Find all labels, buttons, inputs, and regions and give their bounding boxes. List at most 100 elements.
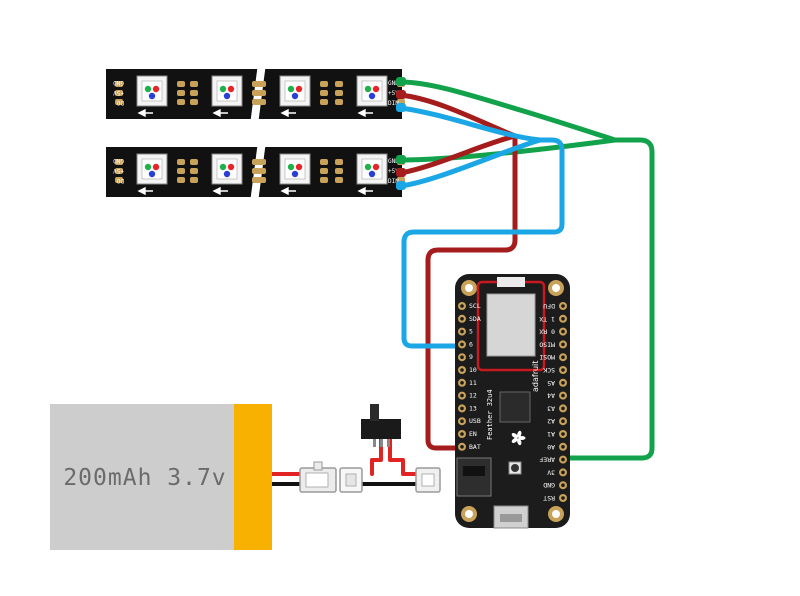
solder-pad xyxy=(258,177,266,183)
solder-pad xyxy=(258,99,266,105)
arrow-left-icon xyxy=(357,108,373,118)
strip-bottom: GND +5V DO GND +5V DIN xyxy=(106,141,406,203)
solder-pad xyxy=(258,168,266,174)
arrow-left-icon xyxy=(280,108,296,118)
board-jst-plug xyxy=(415,467,441,493)
left-pin-label: 11 xyxy=(469,379,477,387)
antenna xyxy=(497,277,525,287)
vbat-wire-to-board xyxy=(425,133,518,451)
arrow-left-icon xyxy=(137,108,153,118)
rgb-led-icon xyxy=(136,153,168,185)
strip-pad-label-right: +5V xyxy=(388,90,399,97)
right-pin-label: MOSI xyxy=(539,353,555,361)
solder-pad xyxy=(320,81,328,87)
vbat-wire-strip-bottom xyxy=(398,133,518,176)
strip-pad-label-left: DO xyxy=(116,177,124,184)
solder-pad xyxy=(115,177,123,183)
arrow-left-icon xyxy=(137,186,153,196)
arrow-left-icon xyxy=(212,186,228,196)
solder-pad xyxy=(252,177,260,183)
solder-pad xyxy=(320,99,328,105)
strip-pad-label-left: DO xyxy=(116,99,124,106)
board-brand: adafruit xyxy=(531,361,540,392)
solder-pad xyxy=(252,168,260,174)
solder-pad xyxy=(177,177,185,183)
solder-pad xyxy=(190,168,198,174)
lipo-battery: 200mAh 3.7v xyxy=(50,404,272,550)
strip-pad-label-right: GND xyxy=(388,158,399,165)
gnd-wire-to-board xyxy=(560,137,655,461)
battery-body xyxy=(50,404,240,550)
solder-pad xyxy=(190,177,198,183)
solder-pad xyxy=(177,168,185,174)
solder-pad xyxy=(252,159,260,165)
solder-pad xyxy=(190,99,198,105)
left-pin-label: 9 xyxy=(469,353,473,361)
mcu-chip xyxy=(499,391,531,423)
battery-cap xyxy=(234,404,272,550)
wires xyxy=(270,79,655,486)
solder-pad xyxy=(190,81,198,87)
left-pin-label: EN xyxy=(469,430,477,438)
right-pin-label: A5 xyxy=(547,379,555,387)
strip-pad-label-right: DIN xyxy=(388,178,399,185)
strip-pad-label-left: +5V xyxy=(113,167,124,174)
rgb-led-icon xyxy=(211,75,243,107)
right-pin-label: A4 xyxy=(547,392,555,400)
battery-jst-connector xyxy=(299,461,363,493)
right-pin-label: 1 TX xyxy=(539,315,555,323)
data-wire-to-board xyxy=(401,137,565,349)
solder-pad xyxy=(115,99,123,105)
board-model: Feather 32u4 xyxy=(486,389,494,440)
left-pin-label: 5 xyxy=(469,328,473,336)
right-pin-label: A0 xyxy=(547,443,555,451)
left-pin-label: SDA xyxy=(469,315,481,323)
solder-pad xyxy=(335,177,343,183)
solder-pad xyxy=(320,177,328,183)
solder-pad xyxy=(115,81,123,87)
gnd-wire-strip-top xyxy=(398,79,618,143)
right-pin-label: SCK xyxy=(543,366,555,374)
arrow-left-icon xyxy=(280,186,296,196)
solder-pad xyxy=(177,81,185,87)
solder-pad xyxy=(335,99,343,105)
rgb-led-icon xyxy=(211,153,243,185)
battery-label: 200mAh 3.7v xyxy=(63,465,226,491)
radio-module xyxy=(486,293,536,357)
right-pin-label: GND xyxy=(543,481,555,489)
right-pin-label: 0 RX xyxy=(539,328,555,336)
solder-pad xyxy=(190,90,198,96)
right-pin-label: A1 xyxy=(547,430,555,438)
solder-pad xyxy=(177,90,185,96)
solder-pad xyxy=(252,90,260,96)
solder-pad xyxy=(115,159,123,165)
left-pin-label: USB xyxy=(469,417,481,425)
arrow-left-icon xyxy=(357,186,373,196)
right-pin-label: AREF xyxy=(539,456,555,464)
switch-red-wire-2 xyxy=(388,436,420,476)
solder-pad xyxy=(258,90,266,96)
slide-switch xyxy=(361,404,401,447)
solder-pad xyxy=(335,81,343,87)
right-pin-label: RST xyxy=(543,494,555,502)
right-pin-label: 3V xyxy=(547,468,555,476)
strip-pad-label-right: +5V xyxy=(388,168,399,175)
data-wire-strip-top xyxy=(398,105,543,143)
strip-pad-label-right: DIN xyxy=(388,100,399,107)
solder-pad xyxy=(115,90,123,96)
solder-pad xyxy=(190,159,198,165)
solder-pad xyxy=(320,90,328,96)
left-pin-label: BAT xyxy=(469,443,481,451)
strip-pad-label-left: GND xyxy=(113,157,124,164)
solder-pad xyxy=(177,99,185,105)
solder-pad xyxy=(320,168,328,174)
solder-pad xyxy=(335,159,343,165)
left-pin-label: 6 xyxy=(469,340,473,348)
strip-pad-label-right: GND xyxy=(388,80,399,87)
left-pin-label: 10 xyxy=(469,366,477,374)
solder-pad xyxy=(115,168,123,174)
